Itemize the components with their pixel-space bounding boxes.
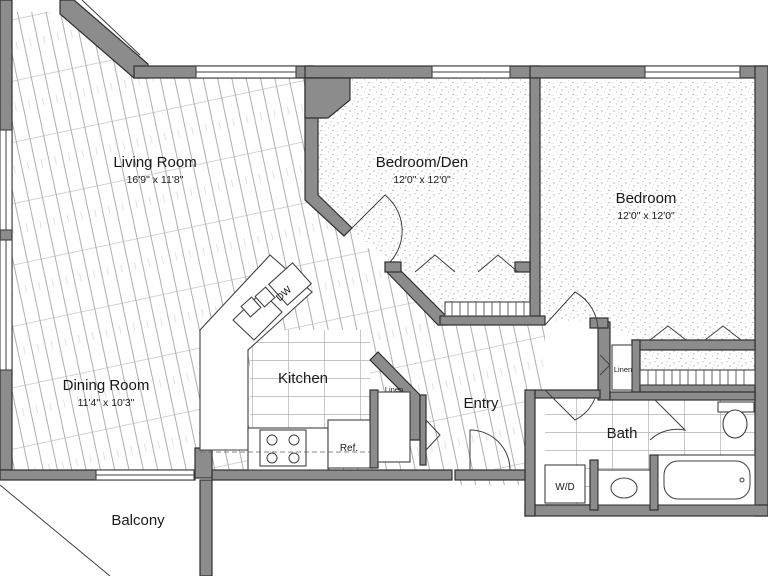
entry-label: Entry (463, 395, 499, 412)
dining-room-label: Dining Room (63, 377, 150, 394)
bedroom-label: Bedroom (616, 190, 677, 207)
bedroom-den-label: Bedroom/Den (376, 154, 469, 171)
closets (377, 301, 756, 463)
living-room-dims: 16'9" x 11'8" (127, 174, 184, 186)
linen-bath-label: Linen (614, 365, 632, 374)
kitchen-label: Kitchen (278, 370, 328, 387)
carpet-bedroom (540, 80, 755, 385)
doors (351, 194, 742, 471)
bedroom-dims: 12'0" x 12'0" (617, 210, 675, 222)
bedroom-den-dims: 12'0" x 12'0" (393, 174, 451, 186)
kitchen-fixtures (199, 254, 371, 471)
balcony-label: Balcony (111, 512, 165, 529)
refrigerator-label: Ref. (340, 443, 358, 454)
room-labels: Living Room 16'9" x 11'8" Bedroom/Den 12… (63, 154, 677, 529)
dining-room-dims: 11'4" x 10'3" (78, 397, 135, 409)
wood-floor (12, 12, 545, 485)
living-room-label: Living Room (113, 154, 196, 171)
linen-kitchen-label: Linen (385, 385, 403, 394)
windows (0, 0, 741, 481)
bath-label: Bath (607, 425, 638, 442)
washer-dryer-label: W/D (555, 482, 574, 493)
carpet-bedroom-den (318, 78, 530, 318)
bath-fixtures (544, 401, 756, 506)
